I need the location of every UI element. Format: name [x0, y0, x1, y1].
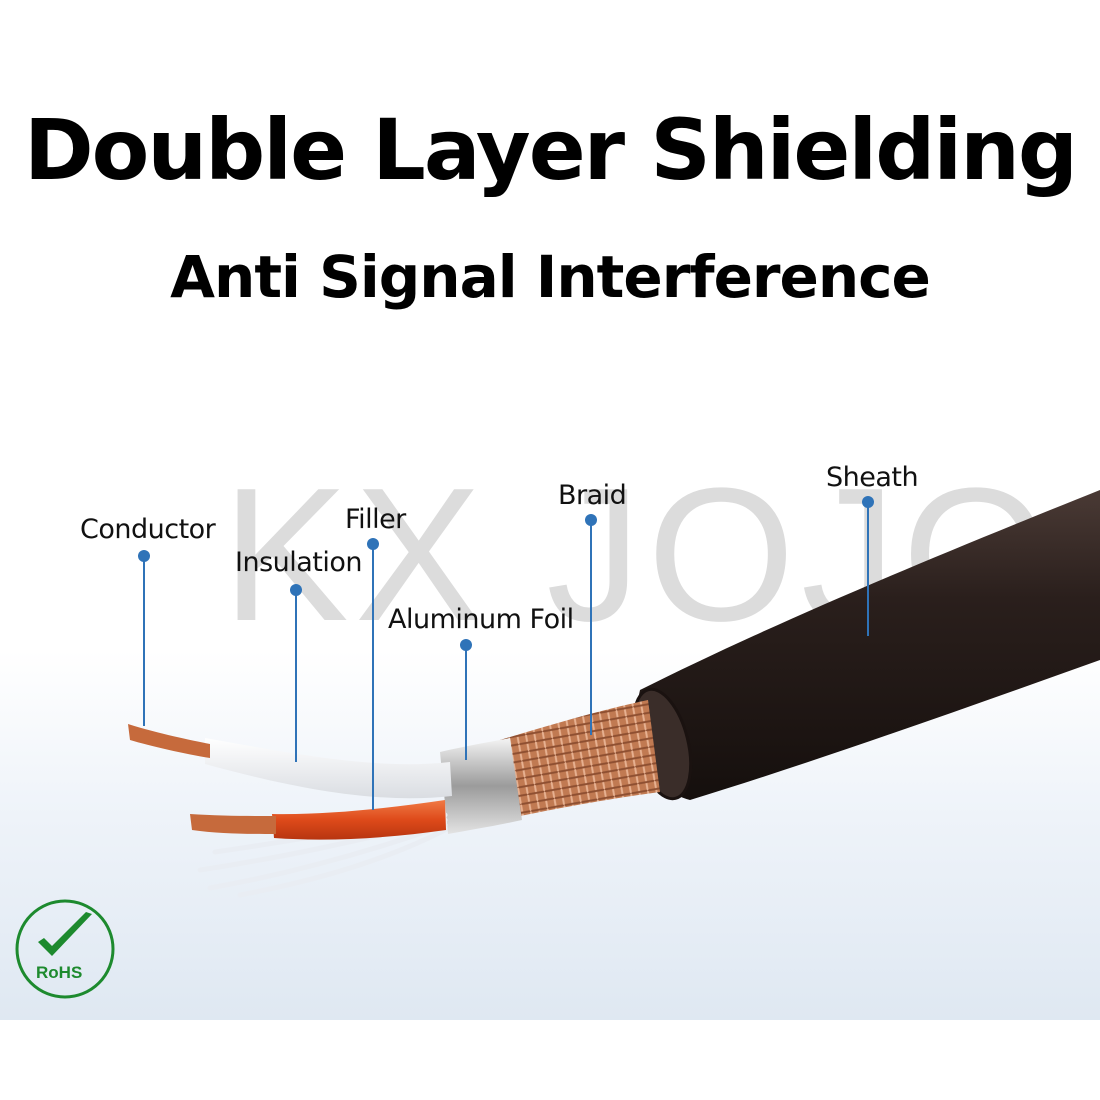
- aluminum-foil-pointer-dot: [460, 639, 472, 651]
- page-subtitle: Anti Signal Interference: [170, 243, 931, 311]
- braid-layer: [500, 700, 660, 818]
- red-insulated-wire: [190, 800, 446, 840]
- check-icon: [38, 912, 92, 956]
- pointer-dots: [138, 496, 874, 651]
- insulation-pointer-dot: [290, 584, 302, 596]
- page-title: Double Layer Shielding: [23, 101, 1078, 199]
- label-filler: Filler: [345, 504, 406, 535]
- conductor-pointer-dot: [138, 550, 150, 562]
- sheath-pointer-dot: [862, 496, 874, 508]
- pointer-lines: [143, 502, 869, 810]
- rohs-badge: [15, 899, 115, 999]
- filler-pointer-dot: [367, 538, 379, 550]
- braid-pointer-dot: [585, 514, 597, 526]
- label-insulation: Insulation: [235, 547, 363, 578]
- label-conductor: Conductor: [80, 514, 216, 545]
- label-braid: Braid: [558, 480, 627, 511]
- sheath-layer: [631, 490, 1100, 801]
- label-sheath: Sheath: [826, 462, 919, 493]
- aluminum-foil-layer: [440, 738, 522, 834]
- white-insulated-wire: [128, 724, 452, 799]
- rohs-label: RoHS: [36, 963, 83, 982]
- label-aluminum-foil: Aluminum Foil: [388, 604, 574, 635]
